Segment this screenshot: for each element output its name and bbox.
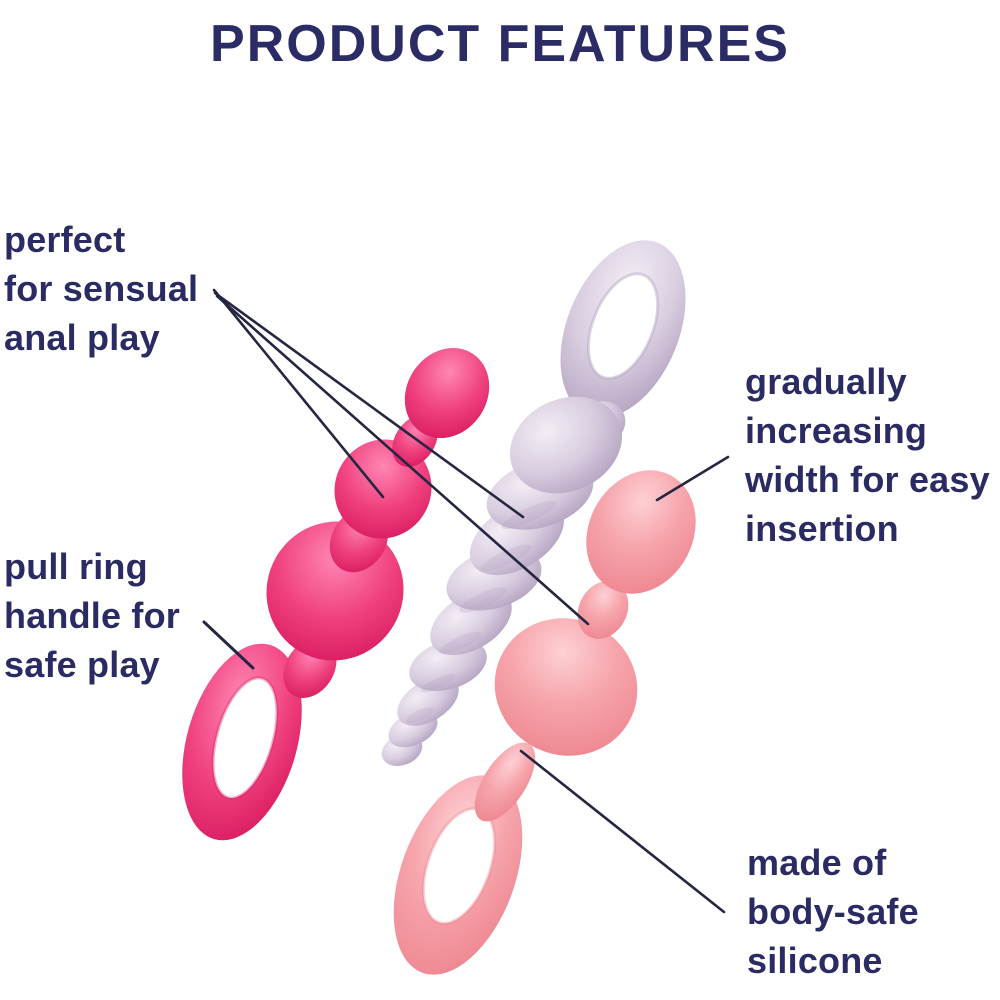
- annotation-gradually-increasing-width: gradually increasing width for easy inse…: [745, 357, 990, 553]
- lavender-top-bulb: [509, 396, 623, 494]
- annotation-text-line: silicone: [747, 940, 883, 981]
- annotation-pull-ring-handle: pull ring handle for safe play: [4, 542, 180, 689]
- pink-bead-small: [404, 347, 490, 439]
- callout-line-perfect-to-salmon: [215, 294, 590, 626]
- callout-line-body-safe: [519, 749, 726, 914]
- annotation-text-line: handle for: [4, 595, 181, 636]
- callout-lines: [202, 288, 730, 914]
- salmon-neck: [577, 581, 629, 639]
- page-title: PRODUCT FEATURES: [210, 15, 790, 73]
- annotation-text-line: body-safe: [747, 891, 919, 932]
- annotation-text-line: pull ring: [4, 546, 148, 587]
- salmon-stem: [474, 742, 536, 822]
- callout-line-pull-ring: [202, 620, 255, 670]
- annotation-text-line: gradually: [745, 361, 907, 402]
- salmon-bulb-large: [494, 618, 638, 756]
- annotation-text-line: width for easy: [745, 459, 990, 500]
- lavender-twist-grooves: [406, 500, 557, 723]
- salmon-bulb-top: [586, 470, 696, 594]
- salmon-bulbs-product: [393, 470, 696, 975]
- annotation-body-safe-silicone: made of body-safe silicone: [747, 838, 919, 985]
- lavender-spiral-product: [381, 240, 686, 766]
- callout-line-perfect-to-lavender: [213, 291, 525, 519]
- annotation-text-line: anal play: [4, 317, 160, 358]
- callout-line-perfect-to-pink: [212, 288, 385, 499]
- annotation-text-line: perfect: [4, 219, 126, 260]
- annotation-text-line: insertion: [745, 508, 899, 549]
- annotation-text-line: safe play: [4, 644, 160, 685]
- annotation-text-line: increasing: [745, 410, 928, 451]
- annotation-perfect-anal-play: perfect for sensual anal play: [4, 215, 198, 362]
- lavender-ring-hole: [586, 272, 660, 380]
- annotation-text-line: for sensual: [4, 268, 199, 309]
- callout-line-gradual-width: [655, 455, 730, 502]
- annotation-text-line: made of: [747, 842, 887, 883]
- pink-ring-hole: [211, 676, 279, 800]
